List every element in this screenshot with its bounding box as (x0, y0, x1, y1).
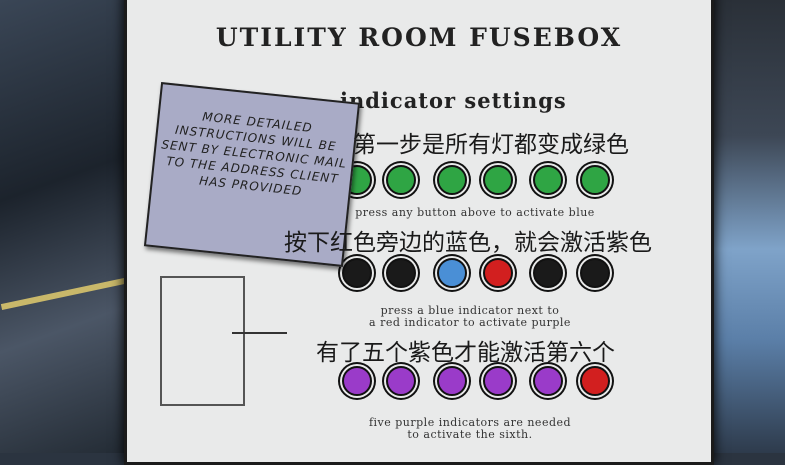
indicator-red-button[interactable] (580, 366, 610, 396)
indicator-black-button[interactable] (580, 258, 610, 288)
indicator-black-button[interactable] (533, 258, 563, 288)
indicator-purple-button[interactable] (483, 366, 513, 396)
indicator-green-button[interactable] (483, 165, 513, 195)
indicator-black-button[interactable] (386, 258, 416, 288)
indicator-blue-button[interactable] (437, 258, 467, 288)
hint-row2-line1: press a blue indicator next to (380, 304, 560, 317)
indicator-purple-button[interactable] (342, 366, 372, 396)
fusebox-drawing (160, 276, 245, 406)
subtitle-line3: 有了五个紫色才能激活第六个 (316, 340, 615, 366)
indicator-purple-button[interactable] (533, 366, 563, 396)
indicator-purple-button[interactable] (386, 366, 416, 396)
subtitle-line2: 按下红色旁边的蓝色，就会激活紫色 (284, 230, 652, 256)
indicator-black-button[interactable] (342, 258, 372, 288)
indicator-green-button[interactable] (533, 165, 563, 195)
hint-row3-line1: five purple indicators are needed (368, 416, 572, 429)
indicator-green-button[interactable] (386, 165, 416, 195)
poster-subtitle: indicator settings (340, 88, 567, 113)
hint-row1: press any button above to activate blue (355, 206, 595, 219)
indicator-red-button[interactable] (483, 258, 513, 288)
arrow-drawing (232, 332, 287, 334)
hint-row3-line2: to activate the sixth. (407, 428, 533, 441)
indicator-purple-button[interactable] (437, 366, 467, 396)
hint-row2-line2: a red indicator to activate purple (369, 316, 571, 329)
subtitle-line1: 第一步是所有灯都变成绿色 (353, 132, 629, 158)
poster-title: UTILITY ROOM FUSEBOX (215, 23, 623, 52)
note-text: MORE DETAILED INSTRUCTIONS WILL BE SENT … (160, 109, 348, 199)
background-left (0, 0, 140, 453)
indicator-green-button[interactable] (580, 165, 610, 195)
indicator-green-button[interactable] (437, 165, 467, 195)
